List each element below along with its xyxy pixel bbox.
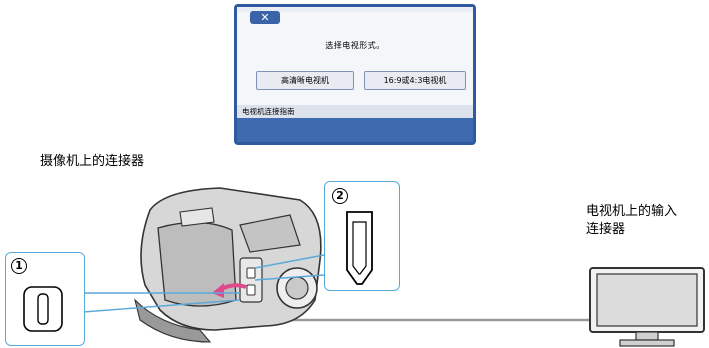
callout-number-2: 2 (332, 188, 348, 204)
lcd-bottom-bar (237, 118, 473, 142)
connector-cover-icon (23, 286, 63, 332)
close-button[interactable]: ✕ (250, 11, 280, 24)
hd-tv-button[interactable]: 高清晰电视机 (256, 71, 354, 90)
callout-number-1: 1 (11, 258, 27, 274)
camcorder-connector-label: 摄像机上的连接器 (40, 154, 145, 169)
callout-line-2 (254, 254, 325, 281)
tv-type-prompt: 选择电视形式。 (325, 41, 385, 50)
standard-tv-button[interactable]: 16:9或4:3电视机 (364, 71, 466, 90)
lcd-top-bar (237, 7, 473, 14)
tv-icon (589, 267, 705, 347)
camcorder-icon (133, 187, 322, 343)
tv-connection-guide-item[interactable]: 电视机连接指南 (237, 105, 473, 118)
hdmi-port-icon (346, 211, 373, 285)
callout-line-1 (82, 292, 241, 313)
tv-input-connector-label: 电视机上的输入 连接器 (586, 204, 678, 237)
close-icon: ✕ (260, 11, 270, 24)
